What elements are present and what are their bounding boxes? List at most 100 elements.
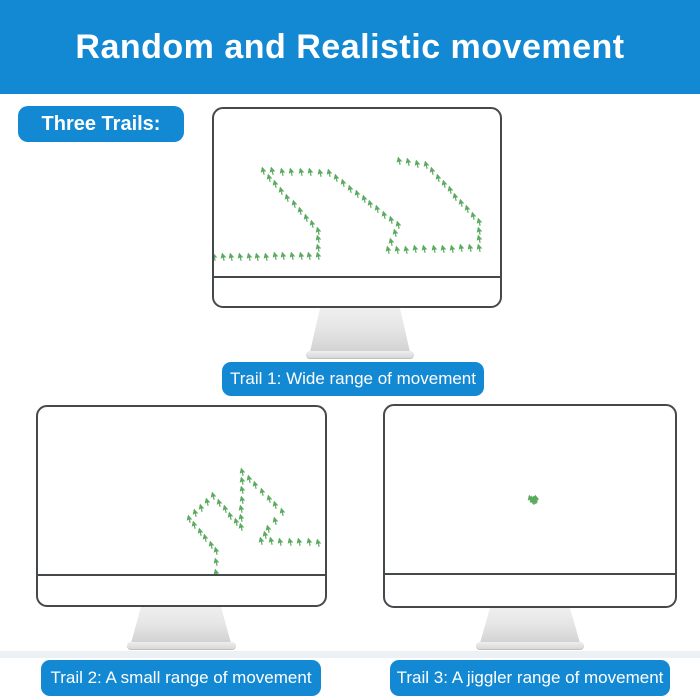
- cursor-glyph: [309, 220, 317, 229]
- monitor-screen-trail-3: [385, 406, 675, 573]
- monitor-trail-1: [212, 107, 502, 308]
- cursor-glyph: [213, 557, 221, 566]
- cursor-glyph: [258, 536, 266, 545]
- cursor-glyph: [354, 189, 362, 198]
- cursor-glyph: [197, 527, 205, 536]
- cursor-glyph: [459, 198, 467, 207]
- monitor-chin-line: [214, 276, 500, 278]
- cursor-glyph: [238, 513, 246, 522]
- cursor-glyph: [392, 229, 400, 238]
- cursor-glyph: [429, 167, 437, 176]
- cursor-glyph: [422, 245, 430, 254]
- cursor-glyph: [413, 245, 421, 254]
- cursor-glyph: [291, 200, 299, 209]
- cursor-glyph: [464, 205, 472, 214]
- cursor-glyph: [326, 168, 334, 177]
- cursor-glyph: [237, 252, 245, 261]
- cursor-glyph: [238, 522, 246, 531]
- monitor-stand: [480, 608, 580, 643]
- monitor-trail-3: [383, 404, 677, 608]
- cursor-glyph: [315, 251, 323, 260]
- cursor-glyph: [423, 160, 431, 169]
- cursor-glyph: [476, 243, 484, 252]
- cursor-glyph: [253, 481, 261, 490]
- cursor-glyph: [396, 156, 404, 165]
- cursor-glyph: [260, 166, 268, 175]
- cursor-glyph: [307, 168, 315, 177]
- cursor-glyph: [476, 226, 484, 235]
- cursor-glyph: [303, 213, 311, 222]
- caption-trail-1: Trail 1: Wide range of movement: [222, 362, 484, 396]
- cursor-glyph: [259, 487, 267, 496]
- monitor-chin-line: [385, 573, 675, 575]
- cursor-glyph: [297, 538, 305, 547]
- section-label-three-trails: Three Trails:: [18, 106, 184, 142]
- cursor-glyph: [440, 244, 448, 253]
- cursor-glyph: [285, 193, 293, 202]
- monitor-stand: [131, 607, 231, 643]
- monitor-base: [306, 351, 414, 359]
- monitor-screen-trail-1: [214, 109, 500, 276]
- cursor-glyph: [306, 538, 314, 547]
- cursor-glyph: [333, 174, 341, 183]
- cursor-glyph: [279, 186, 287, 195]
- cursor-glyph: [287, 537, 295, 546]
- cursor-glyph: [298, 252, 306, 261]
- cursor-glyph: [239, 477, 247, 486]
- caption-trail-2: Trail 2: A small range of movement: [41, 660, 321, 696]
- cursor-glyph: [389, 237, 397, 246]
- cursor-glyph: [340, 179, 348, 188]
- cursor-glyph: [375, 205, 383, 214]
- monitor-base: [127, 642, 236, 650]
- cursor-glyph: [297, 206, 305, 215]
- cursor-glyph: [273, 501, 281, 510]
- cursor-glyph: [470, 211, 478, 220]
- cursor-glyph: [239, 504, 247, 513]
- monitor-chin-line: [38, 574, 325, 576]
- cursor-glyph: [239, 467, 247, 476]
- cursor-glyph: [272, 252, 280, 261]
- cursor-glyph: [405, 158, 413, 167]
- caption-trail-2-text: Trail 2: A small range of movement: [50, 668, 312, 687]
- cursor-glyph: [263, 252, 271, 261]
- cursor-glyph: [277, 537, 285, 546]
- cursor-glyph: [317, 168, 325, 177]
- cursor-glyph: [476, 235, 484, 244]
- cursor-glyph: [262, 530, 270, 539]
- cursor-glyph: [192, 509, 200, 518]
- cursor-glyph: [447, 186, 455, 195]
- cursor-glyph: [202, 534, 210, 543]
- monitor-base: [476, 642, 584, 650]
- cursor-glyph: [467, 244, 475, 253]
- cursor-glyph: [239, 495, 247, 504]
- cursor-glyph: [246, 474, 254, 483]
- cursor-glyph: [394, 245, 402, 254]
- section-label-text: Three Trails:: [41, 112, 161, 135]
- cursor-glyph: [403, 245, 411, 254]
- cursor-glyph: [441, 179, 449, 188]
- cursor-glyph: [395, 220, 403, 229]
- cursor-glyph: [272, 516, 280, 525]
- cursor-glyph: [239, 486, 247, 495]
- cursor-glyph: [272, 180, 280, 189]
- cursor-glyph: [281, 252, 289, 261]
- cursor-glyph: [435, 173, 443, 182]
- cursor-glyph: [192, 521, 200, 530]
- cursor-glyph: [213, 546, 221, 555]
- desk-shadow-line: [0, 651, 700, 658]
- cursor-glyph: [279, 507, 287, 516]
- cursor-glyph: [289, 252, 297, 261]
- cursor-glyph: [279, 167, 287, 176]
- cursor-glyph: [315, 235, 323, 244]
- caption-trail-1-text: Trail 1: Wide range of movement: [230, 369, 476, 388]
- cursor-glyph: [453, 192, 461, 201]
- cursor-glyph: [476, 217, 484, 226]
- cursor-glyph: [222, 504, 230, 513]
- caption-trail-3-text: Trail 3: A jiggler range of movement: [396, 668, 664, 687]
- cursor-glyph: [220, 252, 228, 261]
- cursor-glyph: [316, 538, 324, 547]
- cursor-glyph: [268, 537, 276, 546]
- cursor-glyph: [255, 252, 263, 261]
- cursor-glyph: [347, 184, 355, 193]
- cursor-glyph: [265, 524, 273, 533]
